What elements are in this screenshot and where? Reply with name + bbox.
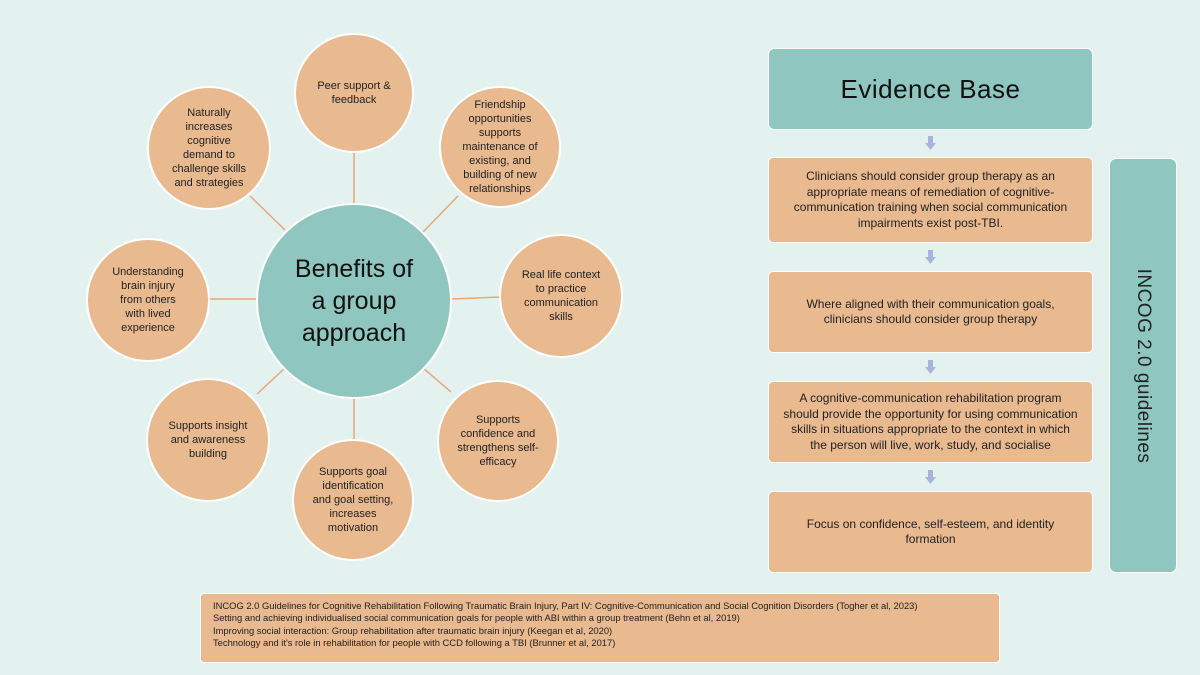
petal-understanding: Understanding brain injury from others w…: [86, 238, 210, 362]
evidence-item-3-text: A cognitive-communication rehabilitation…: [783, 391, 1078, 452]
petal-real-life-context: Real life context to practice communicat…: [499, 234, 623, 358]
petal-understanding-label: Understanding brain injury from others w…: [112, 266, 184, 334]
petal-cognitive-demand-label: Naturally increases cognitive demand to …: [172, 107, 246, 189]
reference-item: Improving social interaction: Group reha…: [213, 624, 613, 636]
arrow-down-icon: [925, 250, 936, 264]
connector-top-left: [249, 195, 286, 231]
arrow-down-icon: [925, 360, 936, 374]
evidence-base-title: Evidence Base: [840, 73, 1021, 104]
arrow-down-icon: [925, 136, 936, 150]
evidence-item-4-text: Focus on confidence, self-esteem, and id…: [806, 516, 1055, 547]
reference-item: Setting and achieving individualised soc…: [213, 612, 740, 624]
petal-goal-setting-label: Supports goal identification and goal se…: [312, 466, 394, 534]
reference-item: Technology and it's role in rehabilitati…: [213, 637, 616, 649]
incog-guidelines-text: INCOG 2.0 guidelines: [1133, 268, 1154, 463]
evidence-item-2: Where aligned with their communication g…: [768, 271, 1093, 353]
evidence-item-3: A cognitive-communication rehabilitation…: [768, 381, 1093, 463]
petal-peer-support-label: Peer support & feedback: [317, 80, 391, 106]
connector-bottom-left: [256, 367, 286, 395]
petal-goal-setting: Supports goal identification and goal se…: [292, 439, 414, 561]
reference-item: INCOG 2.0 Guidelines for Cognitive Rehab…: [213, 600, 918, 611]
evidence-item-4: Focus on confidence, self-esteem, and id…: [768, 491, 1093, 573]
hub-circle: Benefits of a group approach: [256, 203, 452, 399]
petal-real-life-context-label: Real life context to practice communicat…: [521, 269, 601, 323]
petal-peer-support: Peer support & feedback: [294, 33, 414, 153]
connector-right: [451, 296, 501, 300]
petal-cognitive-demand: Naturally increases cognitive demand to …: [147, 86, 271, 210]
petal-insight-label: Supports insight and awareness building: [168, 420, 248, 460]
evidence-item-1-text: Clinicians should consider group therapy…: [793, 169, 1068, 230]
petal-friendship-label: Friendship opportunities supports mainte…: [462, 99, 538, 195]
references-box: INCOG 2.0 Guidelines for Cognitive Rehab…: [200, 593, 1000, 663]
evidence-base-header: Evidence Base: [768, 48, 1093, 130]
petal-confidence: Supports confidence and strengthens self…: [437, 380, 559, 502]
petal-insight: Supports insight and awareness building: [146, 378, 270, 502]
evidence-item-2-text: Where aligned with their communication g…: [806, 296, 1055, 327]
connector-bottom-right: [422, 367, 452, 393]
arrow-down-icon: [925, 470, 936, 484]
connector-top-right: [422, 195, 459, 233]
hub-label: Benefits of a group approach: [294, 255, 414, 347]
incog-guidelines-label: INCOG 2.0 guidelines: [1109, 158, 1177, 573]
petal-friendship: Friendship opportunities supports mainte…: [439, 86, 561, 208]
petal-confidence-label: Supports confidence and strengthens self…: [457, 414, 539, 468]
evidence-item-1: Clinicians should consider group therapy…: [768, 157, 1093, 243]
